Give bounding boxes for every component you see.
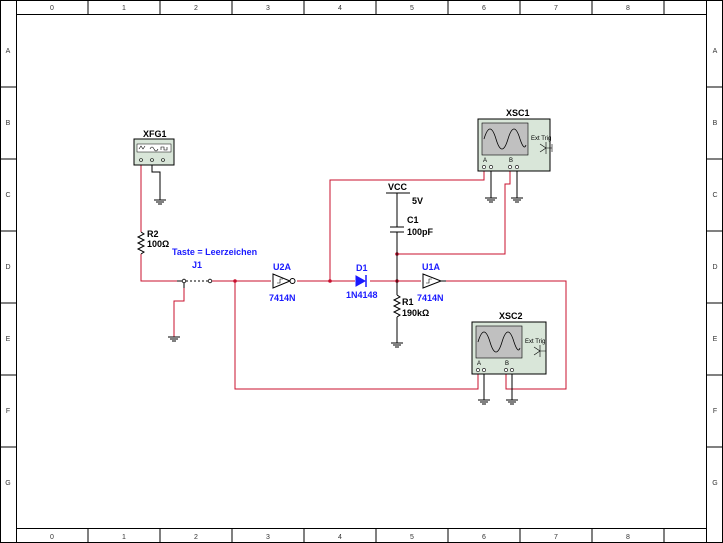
xsc1-ext-trig: Ext Trig bbox=[531, 136, 551, 142]
ruler-bottom: 0 1 2 3 4 5 6 7 8 bbox=[50, 534, 630, 541]
ruler-col-label: 1 bbox=[122, 534, 126, 541]
ruler-top: 0 1 2 3 4 5 6 7 8 bbox=[50, 5, 630, 12]
vcc-ref-label: VCC bbox=[388, 182, 408, 192]
wire-node-xsc2a bbox=[234, 281, 479, 390]
r2-value-label: 100Ω bbox=[147, 239, 169, 249]
schmitt-buffer-u1a[interactable] bbox=[422, 273, 446, 289]
wire-r2-j1 bbox=[140, 254, 177, 282]
ruler-col-label: 6 bbox=[482, 5, 486, 12]
junction-dots bbox=[233, 252, 399, 283]
ruler-row-label: A bbox=[713, 48, 718, 55]
ruler-row-label: G bbox=[5, 480, 10, 487]
component-wiring bbox=[136, 165, 518, 400]
ruler-col-label: 5 bbox=[410, 5, 414, 12]
r2-ref-label: R2 bbox=[147, 229, 159, 239]
wire-j1-gnd bbox=[173, 288, 185, 337]
ruler-row-label: G bbox=[712, 480, 717, 487]
ruler-col-label: 8 bbox=[626, 5, 630, 12]
r1-ref-label: R1 bbox=[402, 297, 414, 307]
xfg1-label: XFG1 bbox=[143, 129, 167, 139]
vcc-value-label: 5V bbox=[412, 196, 423, 206]
resistor-r1[interactable] bbox=[392, 295, 402, 317]
ruler-col-label: 2 bbox=[194, 5, 198, 12]
schmitt-inverter-u2a[interactable] bbox=[272, 273, 296, 289]
ruler-col-label: 8 bbox=[626, 534, 630, 541]
wire-c1-xsc1b bbox=[397, 167, 511, 255]
ruler-col-label: 5 bbox=[410, 534, 414, 541]
ruler-row-label: F bbox=[713, 408, 717, 415]
diode-d1[interactable] bbox=[355, 275, 367, 287]
ruler-col-label: 0 bbox=[50, 5, 54, 12]
u1a-part-label: 7414N bbox=[417, 293, 444, 303]
ruler-col-label: 4 bbox=[338, 5, 342, 12]
ruler-left: A B C D E F G bbox=[5, 48, 10, 487]
switch-j1[interactable] bbox=[177, 278, 213, 288]
ground-icon bbox=[154, 197, 523, 405]
ruler-row-label: D bbox=[712, 264, 717, 271]
wires[interactable] bbox=[140, 165, 567, 390]
u2a-ref-label: U2A bbox=[273, 262, 292, 272]
ruler-row-label: B bbox=[713, 120, 718, 127]
ruler-col-label: 1 bbox=[122, 5, 126, 12]
xsc2-ref-label: XSC2 bbox=[499, 311, 523, 321]
capacitor-c1[interactable] bbox=[388, 224, 406, 234]
ruler-row-label: D bbox=[5, 264, 10, 271]
ruler-col-label: 3 bbox=[266, 5, 270, 12]
d1-ref-label: D1 bbox=[356, 263, 368, 273]
ruler-col-label: 2 bbox=[194, 534, 198, 541]
ruler-row-label: C bbox=[712, 192, 717, 199]
oscilloscope-xsc1[interactable]: Ext Trig A B bbox=[477, 118, 553, 172]
ruler-row-label: E bbox=[713, 336, 718, 343]
xsc1-pin-a: A bbox=[483, 158, 487, 164]
ruler-col-label: 3 bbox=[266, 534, 270, 541]
ruler-col-label: 0 bbox=[50, 534, 54, 541]
ruler-row-label: F bbox=[6, 408, 10, 415]
ruler-row-label: A bbox=[6, 48, 11, 55]
c1-value-label: 100pF bbox=[407, 227, 434, 237]
ruler-col-label: 7 bbox=[554, 5, 558, 12]
ruler-right: A B C D E F G bbox=[712, 48, 717, 487]
j1-key-label: Taste = Leerzeichen bbox=[172, 247, 257, 257]
ruler-col-label: 4 bbox=[338, 534, 342, 541]
xsc2-pin-a: A bbox=[477, 361, 481, 367]
u1a-ref-label: U1A bbox=[422, 262, 441, 272]
wire-node-xsc1a bbox=[329, 167, 485, 281]
function-generator-xfg1[interactable]: XFG1 bbox=[133, 129, 175, 166]
ruler-col-label: 6 bbox=[482, 534, 486, 541]
xsc1-pin-b: B bbox=[509, 158, 513, 164]
xsc2-pin-b: B bbox=[505, 361, 509, 367]
c1-ref-label: C1 bbox=[407, 215, 419, 225]
wire-u1a-out bbox=[446, 280, 567, 390]
xsc1-ref-label: XSC1 bbox=[506, 108, 530, 118]
oscilloscope-xsc2[interactable]: Ext Trig A B bbox=[471, 321, 547, 375]
ruler-col-label: 7 bbox=[554, 534, 558, 541]
j1-ref-label: J1 bbox=[192, 260, 202, 270]
ruler-row-label: C bbox=[5, 192, 10, 199]
ruler-row-label: B bbox=[6, 120, 11, 127]
ruler-row-label: E bbox=[6, 336, 11, 343]
xsc2-ext-trig: Ext Trig bbox=[525, 339, 545, 345]
u2a-part-label: 7414N bbox=[269, 293, 296, 303]
d1-part-label: 1N4148 bbox=[346, 290, 378, 300]
r1-value-label: 190kΩ bbox=[402, 308, 429, 318]
